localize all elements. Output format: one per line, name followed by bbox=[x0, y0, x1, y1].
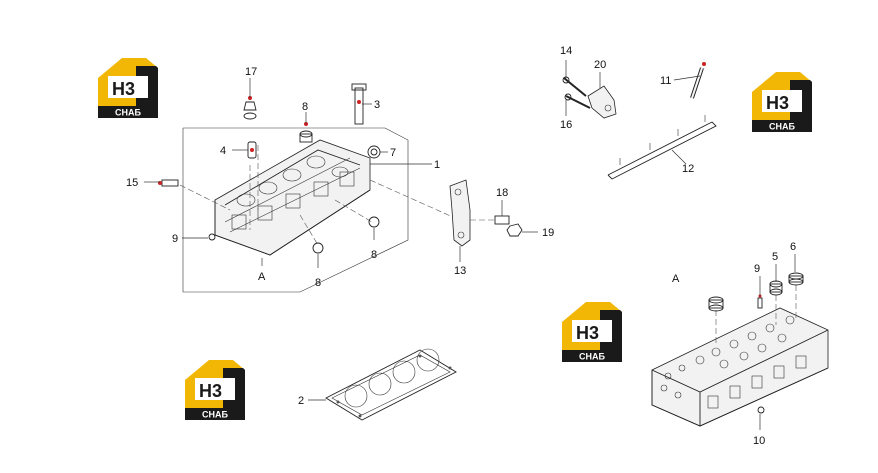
glow-plug-11 bbox=[690, 62, 706, 99]
svg-text:СНАБ: СНАБ bbox=[202, 410, 228, 420]
bolt-18 bbox=[470, 215, 510, 225]
bracket-20 bbox=[587, 85, 617, 119]
cylinder-head-main bbox=[179, 139, 456, 256]
cup-plug-6 bbox=[788, 272, 804, 286]
cap-17 bbox=[243, 96, 257, 120]
callouts: 17 3 8 4 7 1 15 9 8 8 A 13 18 19 14 20 1… bbox=[126, 45, 796, 447]
head-gasket-2 bbox=[325, 348, 457, 421]
callout-7: 7 bbox=[390, 147, 396, 159]
callout-19: 19 bbox=[542, 227, 554, 239]
callout-5: 5 bbox=[772, 251, 778, 263]
plug-8-top bbox=[299, 122, 313, 143]
callout-8-top: 8 bbox=[302, 101, 308, 113]
plug-8-right bbox=[368, 216, 380, 228]
plug-9-detail bbox=[757, 294, 763, 309]
view-label-main: A bbox=[258, 271, 266, 283]
leader-lines bbox=[144, 60, 797, 430]
bolt-14 bbox=[562, 76, 587, 97]
callout-11: 11 bbox=[660, 75, 671, 87]
callout-9-main: 9 bbox=[172, 233, 178, 245]
dowel-4 bbox=[247, 141, 257, 159]
svg-text:СНАБ: СНАБ bbox=[769, 122, 795, 132]
callout-14: 14 bbox=[560, 45, 572, 57]
seal-7 bbox=[367, 145, 381, 159]
plug-detail bbox=[708, 296, 724, 312]
view-label-detail: A bbox=[672, 273, 680, 285]
logo-2: H3 СНАБ bbox=[752, 72, 812, 132]
callout-2: 2 bbox=[298, 395, 304, 407]
callout-12: 12 bbox=[682, 163, 694, 175]
callout-15: 15 bbox=[126, 177, 138, 189]
callout-6: 6 bbox=[790, 241, 796, 253]
bolt-3 bbox=[351, 83, 367, 125]
plug-9-main bbox=[208, 233, 216, 241]
callout-4: 4 bbox=[220, 145, 226, 157]
bracket-13 bbox=[449, 179, 471, 247]
callout-18: 18 bbox=[496, 187, 508, 199]
logo-1: H3 СНАБ bbox=[98, 58, 158, 118]
plug-10 bbox=[757, 406, 765, 414]
callout-16: 16 bbox=[560, 119, 572, 131]
svg-text:СНАБ: СНАБ bbox=[579, 352, 605, 362]
callout-9-detail: 9 bbox=[754, 263, 760, 275]
callout-8-bottom: 8 bbox=[315, 277, 321, 289]
callout-10: 10 bbox=[753, 435, 765, 447]
callout-3: 3 bbox=[374, 99, 380, 111]
stud-15 bbox=[158, 179, 179, 187]
svg-text:H3: H3 bbox=[576, 323, 599, 343]
nut-19 bbox=[506, 223, 523, 237]
plug-8-bottom bbox=[312, 242, 324, 254]
callout-20: 20 bbox=[594, 59, 606, 71]
callout-13: 13 bbox=[454, 265, 466, 277]
logo-3: H3 СНАБ bbox=[562, 302, 622, 362]
svg-text:H3: H3 bbox=[766, 93, 789, 113]
cup-plug-5 bbox=[769, 280, 783, 296]
logo-4: H3 СНАБ bbox=[185, 360, 245, 420]
callout-17: 17 bbox=[245, 66, 257, 78]
callout-1: 1 bbox=[434, 159, 440, 171]
bolt-16 bbox=[564, 93, 591, 109]
callout-8-right: 8 bbox=[371, 249, 377, 261]
bus-bar-12 bbox=[607, 115, 717, 180]
svg-text:H3: H3 bbox=[112, 79, 135, 99]
cylinder-head-detail bbox=[651, 307, 829, 427]
svg-text:H3: H3 bbox=[199, 381, 222, 401]
svg-text:СНАБ: СНАБ bbox=[115, 108, 141, 118]
assembly-frame bbox=[182, 127, 409, 293]
